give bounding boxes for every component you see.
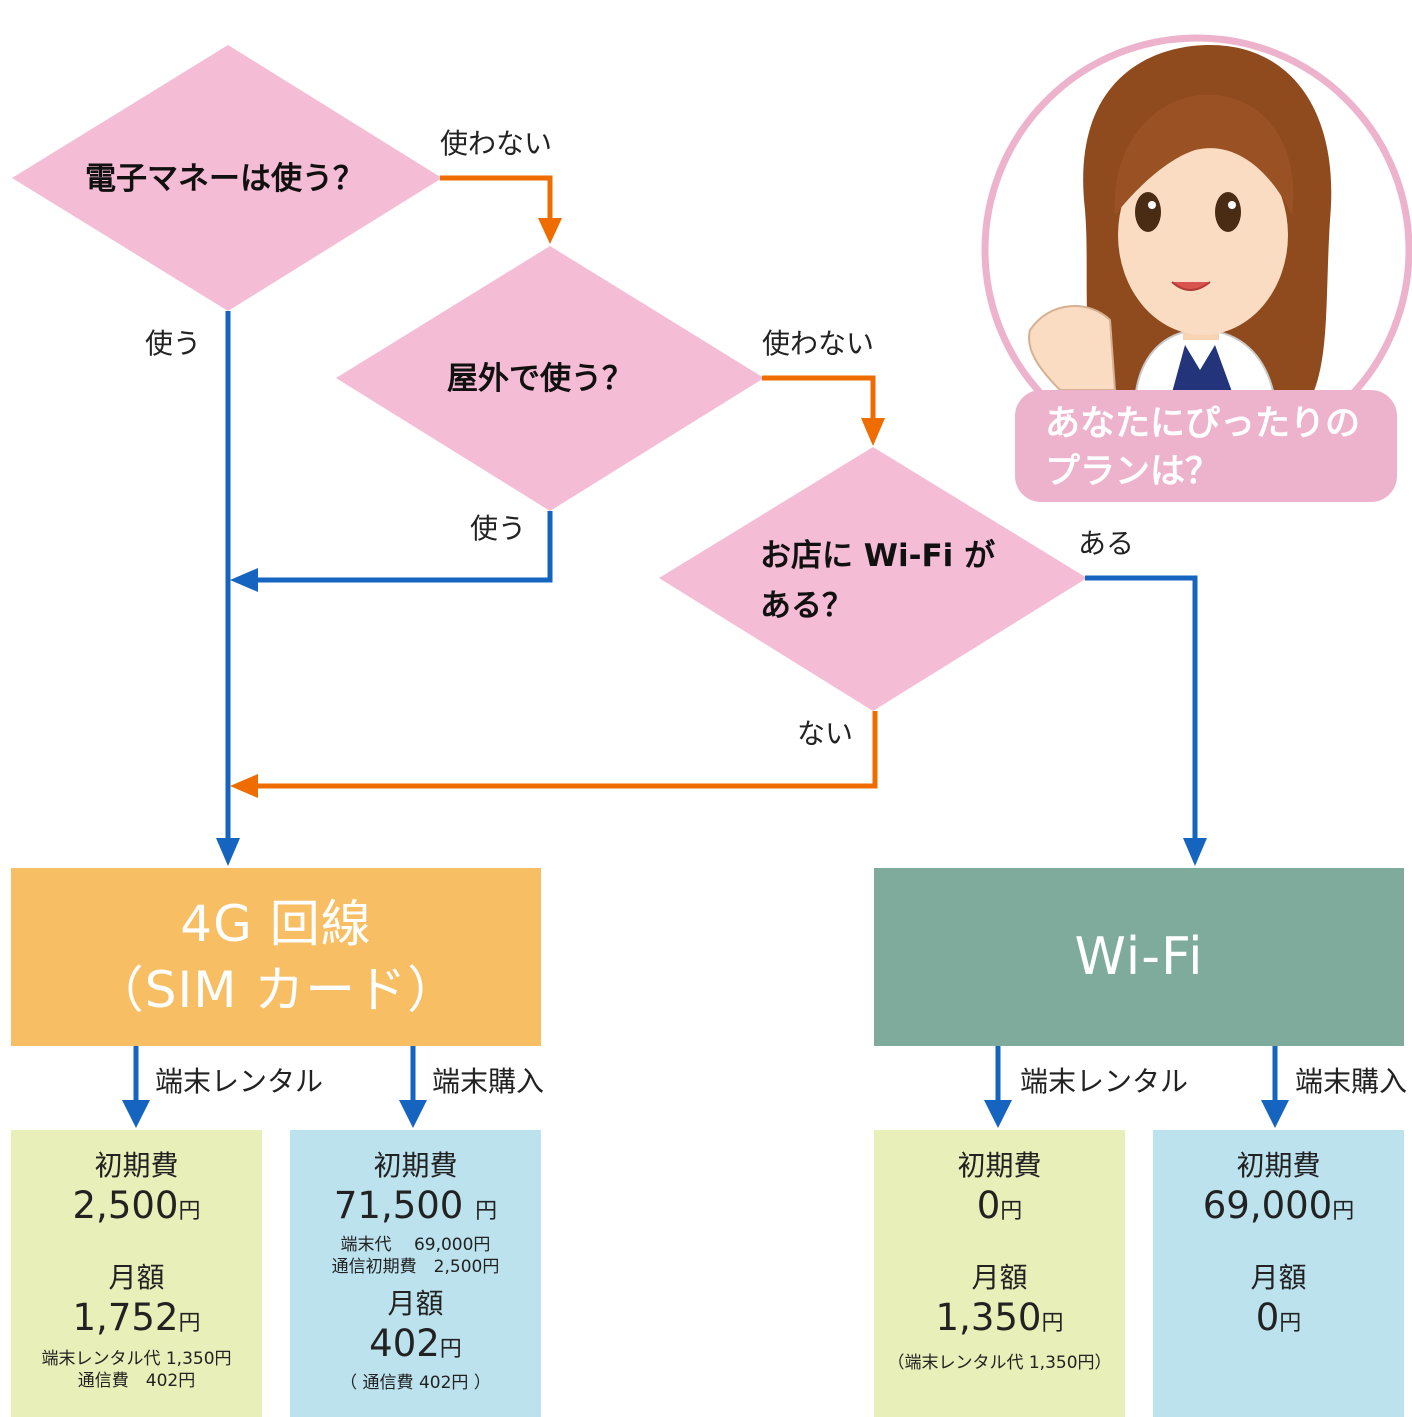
monthly-cost-label: 月額	[108, 1261, 165, 1294]
monthly-cost-label: 月額	[387, 1287, 444, 1320]
decision-diamond-wifi	[659, 447, 1087, 711]
monthly-cost-note2: 通信費 402円	[77, 1371, 196, 1391]
monthly-cost-label: 月額	[1250, 1261, 1307, 1294]
decision-diamond-emoney	[12, 45, 442, 311]
cost-box-sim-purchase: 初期費 71,500 円 端末代 69,000円 通信初期費 2,500円 月額…	[290, 1130, 541, 1417]
monthly-cost-value: 0円	[1255, 1296, 1302, 1339]
monthly-cost-label: 月額	[971, 1261, 1028, 1294]
edge-label-q2-no: 使わない	[762, 327, 875, 360]
plan-wifi-label: Wi-Fi	[1074, 927, 1204, 987]
initial-cost-label: 初期費	[373, 1149, 458, 1182]
decision-diamond-outdoor	[336, 246, 764, 511]
option-label-sim-purchase: 端末購入	[432, 1065, 545, 1098]
monthly-cost-value: 1,350円	[935, 1296, 1064, 1339]
blue-connector-q2-yes	[230, 511, 553, 592]
orange-connector-q3-no	[230, 711, 878, 798]
blue-connector-main	[216, 311, 240, 866]
initial-cost-value: 71,500 円	[333, 1184, 498, 1227]
plan-box-wifi: Wi-Fi	[874, 868, 1404, 1046]
monthly-cost-note: （ 通信費 402円 ）	[340, 1373, 491, 1393]
question-emoney: 電子マネーは使う？	[85, 161, 364, 197]
cost-box-wifi-rental: 初期費 0円 月額 1,350円 （端末レンタル代 1,350円）	[874, 1130, 1125, 1417]
monthly-cost-note1: 端末レンタル代 1,350円	[41, 1349, 232, 1369]
question-outdoor: 屋外で使う？	[447, 361, 633, 397]
initial-cost-label: 初期費	[1236, 1149, 1321, 1182]
cost-box-wifi-purchase: 初期費 69,000円 月額 0円	[1153, 1130, 1404, 1417]
edge-label-q1-yes: 使う	[145, 327, 202, 360]
initial-cost-label: 初期費	[94, 1149, 179, 1182]
edge-label-q3-yes: ある	[1078, 527, 1135, 560]
cost-box-sim-rental: 初期費 2,500円 月額 1,752円 端末レンタル代 1,350円 通信費 …	[11, 1130, 262, 1417]
question-wifi-line2: ある？	[760, 588, 853, 624]
option-label-wifi-rental: 端末レンタル	[1020, 1065, 1189, 1098]
question-wifi-line1: お店に Wi-Fi が	[760, 538, 996, 574]
monthly-cost-value: 1,752円	[72, 1296, 201, 1339]
guide-woman-illustration	[981, 34, 1412, 466]
orange-connector-q1-no	[440, 175, 562, 244]
arrow-sim-rental	[122, 1046, 150, 1128]
arrow-wifi-rental	[984, 1046, 1012, 1128]
plan-sim-line1: 4G 回線	[180, 895, 372, 953]
callout-line2: プランは？	[1045, 452, 1221, 492]
initial-cost-note2: 通信初期費 2,500円	[331, 1257, 500, 1277]
initial-cost-value: 0円	[976, 1184, 1023, 1227]
edge-label-q1-no: 使わない	[440, 127, 553, 160]
initial-cost-value: 2,500円	[72, 1184, 201, 1227]
initial-cost-note1: 端末代 69,000円	[340, 1235, 491, 1255]
plan-box-sim: 4G 回線 （SIM カード）	[11, 868, 541, 1046]
callout-bubble: あなたにぴったりの プランは？	[1015, 390, 1397, 502]
initial-cost-value: 69,000円	[1202, 1184, 1355, 1227]
arrow-sim-purchase	[399, 1046, 427, 1128]
orange-connector-q2-no	[762, 375, 885, 446]
plan-sim-line2: （SIM カード）	[93, 961, 459, 1019]
monthly-cost-value: 402円	[369, 1322, 462, 1365]
monthly-cost-note: （端末レンタル代 1,350円）	[887, 1353, 1112, 1373]
edge-label-q2-yes: 使う	[470, 512, 527, 545]
callout-line1: あなたにぴったりの	[1045, 404, 1361, 444]
option-label-wifi-purchase: 端末購入	[1295, 1065, 1408, 1098]
initial-cost-label: 初期費	[957, 1149, 1042, 1182]
blue-connector-q3-yes	[1085, 575, 1207, 866]
option-label-sim-rental: 端末レンタル	[155, 1065, 324, 1098]
edge-label-q3-no: ない	[797, 717, 854, 750]
arrow-wifi-purchase	[1261, 1046, 1289, 1128]
